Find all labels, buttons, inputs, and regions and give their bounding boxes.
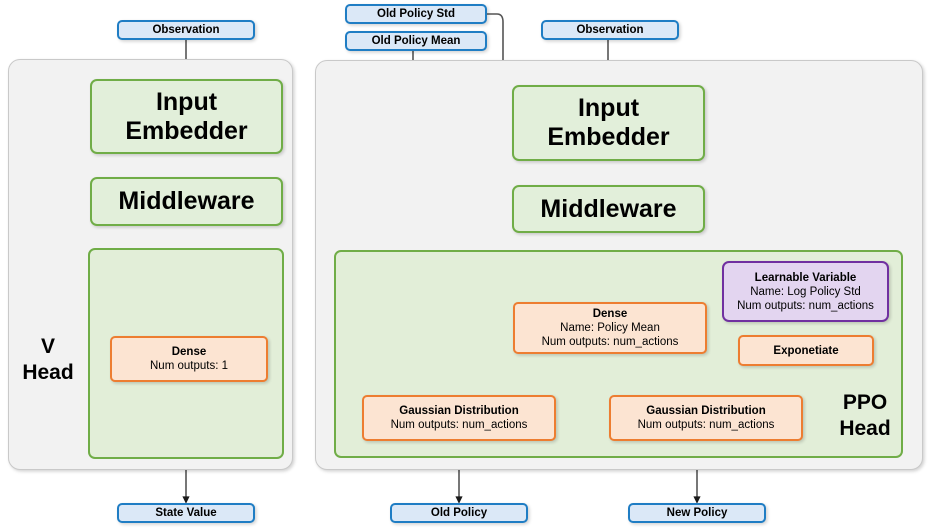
ppo-head-label-line1: PPO xyxy=(842,391,888,414)
block-learnable-variable-outputs: Num outputs: num_actions xyxy=(737,299,874,312)
block-input-embedder-v[interactable]: Input Embedder xyxy=(90,79,283,154)
block-dense-policy-mean[interactable]: Dense Name: Policy Mean Num outputs: num… xyxy=(513,302,707,354)
terminal-observation-v-label: Observation xyxy=(152,24,220,36)
block-middleware-ppo[interactable]: Middleware xyxy=(512,185,705,233)
terminal-old-policy-label: Old Policy xyxy=(430,507,488,519)
block-dense-policy-mean-outputs: Num outputs: num_actions xyxy=(541,336,679,348)
terminal-state-value-label: State Value xyxy=(155,507,217,519)
block-middleware-ppo-title: Middleware xyxy=(540,194,677,223)
block-input-embedder-ppo-title: Input Embedder xyxy=(547,94,670,151)
block-learnable-variable-name: Name: Log Policy Std xyxy=(750,285,861,298)
terminal-old-policy-mean[interactable]: Old Policy Mean xyxy=(345,31,487,51)
block-learnable-variable[interactable]: Learnable Variable Name: Log Policy Std … xyxy=(722,261,889,322)
block-learnable-variable-title: Learnable Variable xyxy=(754,271,857,284)
v-head-label-line1: V xyxy=(40,335,55,358)
block-dense-v[interactable]: Dense Num outputs: 1 xyxy=(110,336,268,382)
terminal-old-policy-std[interactable]: Old Policy Std xyxy=(345,4,487,24)
terminal-observation-ppo-label: Observation xyxy=(576,24,644,36)
block-middleware-v[interactable]: Middleware xyxy=(90,177,283,226)
v-head-label-line2: Head xyxy=(22,361,74,384)
terminal-state-value[interactable]: State Value xyxy=(117,503,255,523)
block-dense-policy-mean-name: Name: Policy Mean xyxy=(560,322,660,334)
block-input-embedder-ppo[interactable]: Input Embedder xyxy=(512,85,705,161)
ppo-head-label-line2: Head xyxy=(839,417,891,440)
block-middleware-v-title: Middleware xyxy=(118,187,255,215)
terminal-new-policy[interactable]: New Policy xyxy=(628,503,766,523)
terminal-old-policy-mean-label: Old Policy Mean xyxy=(371,35,461,47)
block-gaussian-old-outputs: Num outputs: num_actions xyxy=(390,419,528,431)
terminal-old-policy-std-label: Old Policy Std xyxy=(377,8,455,20)
block-gaussian-new-title: Gaussian Distribution xyxy=(646,405,766,417)
block-exponetiate[interactable]: Exponetiate xyxy=(738,335,874,366)
block-dense-v-outputs: Num outputs: 1 xyxy=(150,360,228,372)
block-dense-v-title: Dense xyxy=(171,346,207,358)
block-gaussian-distribution-old[interactable]: Gaussian Distribution Num outputs: num_a… xyxy=(362,395,556,441)
block-gaussian-distribution-new[interactable]: Gaussian Distribution Num outputs: num_a… xyxy=(609,395,803,441)
block-exponetiate-title: Exponetiate xyxy=(773,344,839,357)
terminal-new-policy-label: New Policy xyxy=(666,507,728,519)
terminal-observation-v[interactable]: Observation xyxy=(117,20,255,40)
ppo-head-group-label: PPO Head xyxy=(822,390,908,442)
terminal-observation-ppo[interactable]: Observation xyxy=(541,20,679,40)
block-gaussian-old-title: Gaussian Distribution xyxy=(399,405,519,417)
block-dense-policy-mean-title: Dense xyxy=(592,308,628,320)
block-gaussian-new-outputs: Num outputs: num_actions xyxy=(637,419,775,431)
block-input-embedder-v-title: Input Embedder xyxy=(125,87,248,145)
v-head-group-label: V Head xyxy=(12,334,84,386)
terminal-old-policy[interactable]: Old Policy xyxy=(390,503,528,523)
